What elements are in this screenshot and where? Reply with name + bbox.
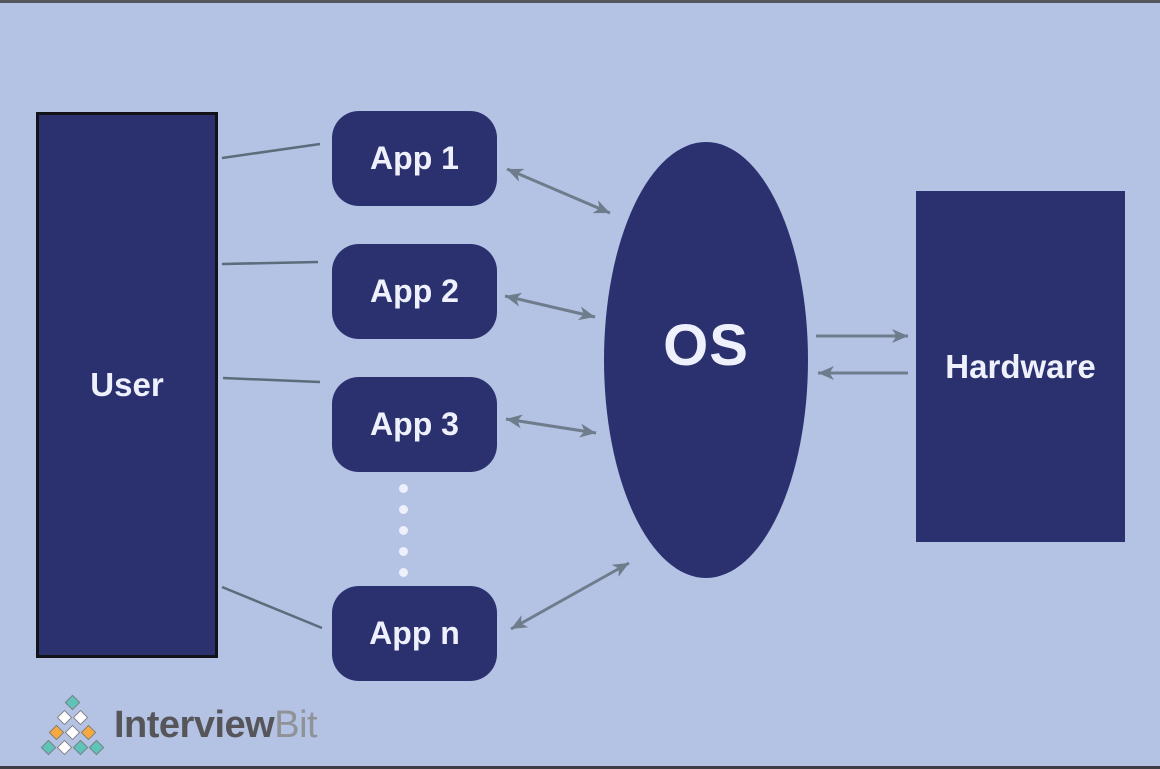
top-border-strip [0, 0, 1160, 3]
logo-diamond [48, 724, 64, 740]
brand-name: InterviewBit [114, 703, 318, 747]
brand-name-secondary: Bit [274, 703, 318, 746]
os-node: OS [604, 142, 808, 578]
separator-dot [398, 526, 408, 535]
user-node: User [36, 112, 218, 658]
separator-dot [398, 568, 408, 577]
separator-dot [398, 484, 408, 493]
logo-diamond [64, 724, 80, 740]
appn-os-arrow [510, 561, 630, 631]
app-node-2-label: App 2 [370, 273, 459, 309]
logo-pyramid-icon [40, 693, 106, 757]
app2-os-arrow [504, 292, 596, 321]
app-node-1: App 1 [332, 111, 497, 206]
app-node-n: App n [332, 586, 497, 681]
logo-diamond [56, 709, 72, 725]
hardware-node: Hardware [916, 191, 1125, 542]
user-node-label: User [90, 366, 164, 403]
interviewbit-logo: InterviewBit [40, 693, 318, 757]
user-app2-line [221, 260, 319, 266]
app-node-3: App 3 [332, 377, 497, 472]
app-node-3-label: App 3 [370, 406, 459, 442]
dotted-separator [398, 484, 408, 589]
user-app1-line [221, 142, 321, 160]
app1-os-arrow [506, 167, 611, 215]
logo-diamond [72, 709, 88, 725]
app-node-n-label: App n [369, 615, 460, 651]
brand-name-primary: Interview [114, 703, 275, 746]
logo-diamond [72, 739, 88, 755]
separator-dot [398, 505, 408, 514]
logo-diamond [56, 739, 72, 755]
logo-diamond [64, 694, 80, 710]
app-node-2: App 2 [332, 244, 497, 339]
logo-diamond [88, 739, 104, 755]
os-node-label: OS [663, 312, 749, 378]
user-appn-line [221, 585, 323, 630]
hardware-node-label: Hardware [945, 347, 1096, 385]
logo-diamond [80, 724, 96, 740]
logo-diamond [40, 739, 56, 755]
bottom-border-strip [0, 766, 1160, 769]
user-app3-line [222, 376, 321, 384]
separator-dot [398, 547, 408, 556]
app-node-1-label: App 1 [370, 140, 459, 176]
app3-os-arrow [505, 414, 597, 438]
